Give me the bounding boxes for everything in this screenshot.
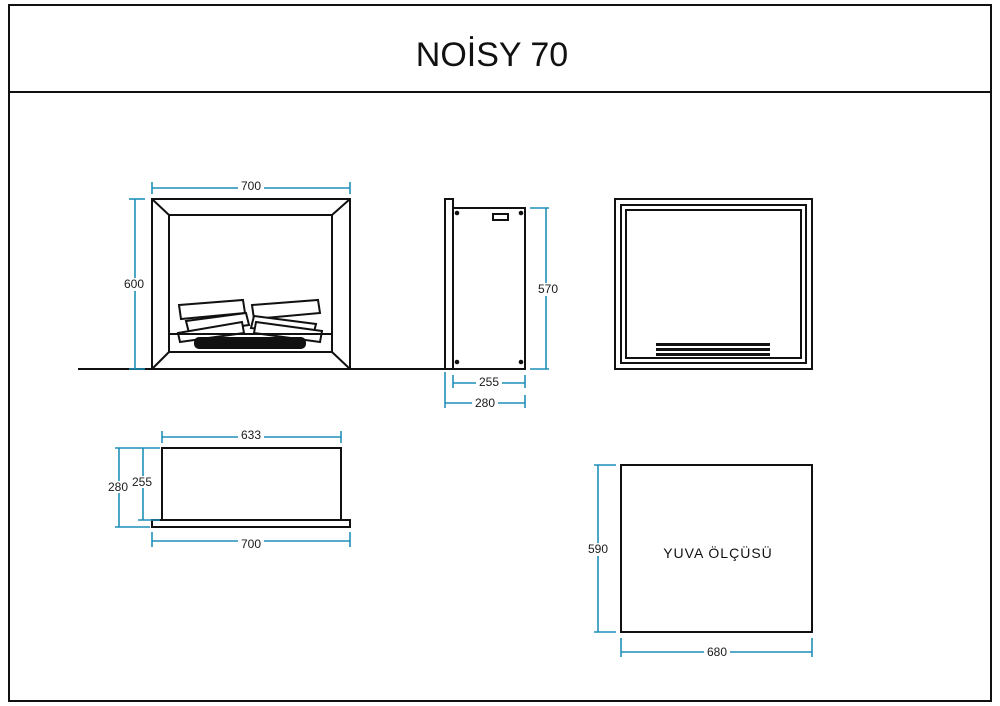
side-inner-depth-dimension: 255 <box>452 375 526 389</box>
dim-label-bg <box>121 278 147 291</box>
logs <box>176 298 324 344</box>
dim-label-bg <box>472 396 498 408</box>
side-height-label: 570 <box>538 282 558 296</box>
side-height-dimension: 570 <box>530 207 561 370</box>
top-inner-depth-dimension: 255 <box>130 448 160 521</box>
vent-slot <box>656 353 770 356</box>
niche-height-dimension: 590 <box>585 464 616 633</box>
niche-height-label: 590 <box>588 542 608 556</box>
dim-label-bg <box>704 646 730 658</box>
sheet-border <box>8 4 992 702</box>
dim-label-bg <box>106 481 130 493</box>
screw-dot <box>454 210 460 216</box>
niche-view: YUVA ÖLÇÜSÜ 590 680 <box>585 464 813 659</box>
niche-width-label: 680 <box>707 645 727 659</box>
screw-dot <box>518 359 524 365</box>
dim-label-bg <box>238 180 264 192</box>
screw-dot <box>518 210 524 216</box>
side-inner-depth-label: 255 <box>479 375 499 389</box>
rear-inner-frame-1 <box>620 204 807 364</box>
log <box>252 320 324 344</box>
top-front-frame <box>151 519 351 528</box>
frame-bevel-tl <box>151 198 170 216</box>
rear-view <box>614 198 813 370</box>
dim-label-bg <box>535 283 561 296</box>
niche-width-dimension: 680 <box>620 638 813 659</box>
top-outer-depth-label: 280 <box>108 480 128 494</box>
dim-label-bg <box>476 376 502 388</box>
rear-inner-frame-2 <box>625 209 802 359</box>
top-inner-width-dimension: 633 <box>161 428 342 443</box>
frame-bevel-bl <box>151 351 170 370</box>
log <box>250 298 322 321</box>
top-inner-width-label: 633 <box>241 428 261 442</box>
front-height-dimension: 600 <box>121 198 147 370</box>
top-outer-width-dimension: 700 <box>151 532 351 551</box>
rear-outer-frame <box>614 198 813 370</box>
side-body <box>452 207 526 370</box>
vent-slot <box>656 348 770 351</box>
vent-slot <box>656 343 770 346</box>
side-outer-depth-label: 280 <box>475 396 495 410</box>
dim-label-bg <box>238 429 264 441</box>
front-width-dimension: 700 <box>151 179 351 194</box>
ember-grille <box>194 337 306 349</box>
front-outer-frame <box>151 198 351 370</box>
side-outer-depth-dimension: 280 <box>444 372 526 410</box>
frame-bevel-tr <box>331 198 351 216</box>
top-outer-width-label: 700 <box>241 537 261 551</box>
ember-bed <box>168 333 333 353</box>
top-view: 633 700 280 255 <box>106 428 351 551</box>
dim-label-bg <box>585 543 611 556</box>
side-switch <box>492 213 509 221</box>
front-view: 700 600 <box>78 179 452 370</box>
top-outer-depth-dimension: 280 <box>106 447 160 528</box>
page-title: NOİSY 70 <box>416 36 568 74</box>
dim-label-bg <box>130 476 154 488</box>
side-view: 570 255 280 <box>444 198 561 410</box>
frame-bevel-br <box>331 351 351 370</box>
niche-outline <box>620 464 813 633</box>
dim-label-bg <box>238 538 264 550</box>
front-height-label: 600 <box>124 277 144 291</box>
screw-dot <box>454 359 460 365</box>
niche-label: YUVA ÖLÇÜSÜ <box>663 544 773 561</box>
front-width-label: 700 <box>241 179 261 193</box>
rear-vent-slots <box>656 343 770 356</box>
top-inner-depth-label: 255 <box>132 475 152 489</box>
